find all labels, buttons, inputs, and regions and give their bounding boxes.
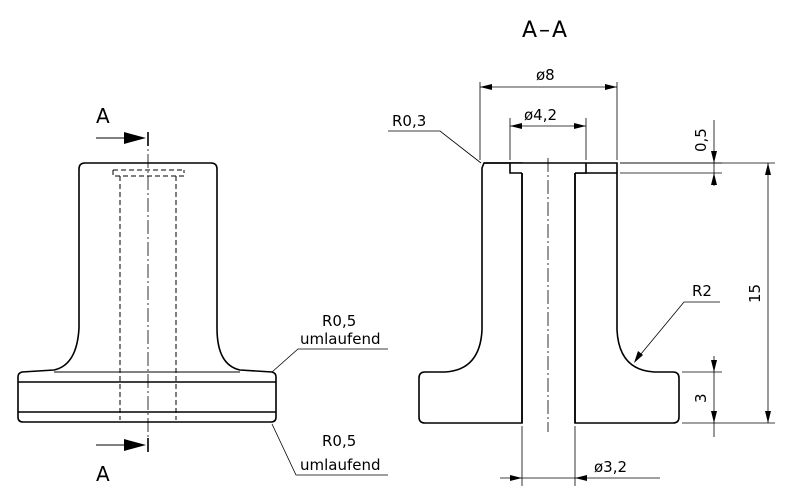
- leader-radius-top: [388, 130, 482, 164]
- dim-radius-fillet: R2: [692, 282, 712, 300]
- section-title: A–A: [522, 18, 569, 43]
- dim-flange: 3: [692, 393, 710, 403]
- dim-outer-diameter: ø8: [536, 66, 555, 84]
- radius-note-lower-value: R0,5: [322, 432, 356, 450]
- section-arrow-top: [124, 132, 146, 144]
- dim-step: 0,5: [692, 128, 710, 152]
- dim-inner-diameter: ø3,2: [594, 458, 627, 476]
- section-arrow-bottom: [124, 439, 146, 451]
- dim-height: 15: [746, 284, 764, 303]
- counterbore-right: [575, 163, 587, 174]
- side-view: A A R0,5 umlaufend R0,5 umlaufend: [17, 104, 388, 486]
- radius-note-upper-value: R0,5: [322, 312, 356, 330]
- dim-radius-top: R0,3: [392, 112, 426, 130]
- bore: [523, 174, 574, 422]
- radius-leader-upper: [271, 348, 388, 373]
- radius-note-lower-text: umlaufend: [300, 456, 381, 474]
- radius-note-upper-text: umlaufend: [300, 330, 381, 348]
- radius-leader-lower: [271, 423, 388, 476]
- section-right-half: [574, 172, 680, 424]
- leader-radius-fillet: [635, 301, 720, 361]
- section-marker-bottom: A: [96, 462, 110, 486]
- section-left-half: [418, 162, 523, 424]
- side-view-outline: [17, 162, 277, 423]
- section-view: A–A ø8 ø4,2 R0,3: [388, 18, 775, 486]
- hidden-counterbore: [112, 170, 185, 177]
- counterbore-left: [509, 163, 522, 174]
- section-marker-top: A: [96, 104, 110, 128]
- dim-bore-diameter: ø4,2: [524, 106, 557, 124]
